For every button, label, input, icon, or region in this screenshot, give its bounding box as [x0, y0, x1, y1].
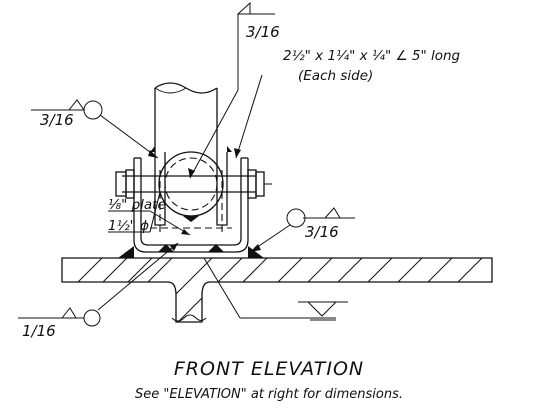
weld-right-label: 3/16 [305, 223, 339, 241]
bolt-circle [150, 151, 232, 236]
water-level-symbol [298, 301, 348, 321]
weld-left-label: 3/16 [40, 111, 74, 129]
drawing-title: FRONT ELEVATION [174, 358, 364, 380]
u-channel [133, 157, 249, 253]
bolt-label: 1½" ϕ [108, 218, 149, 234]
weld-symbol-left: 3/16 [31, 99, 159, 159]
plate-callout: ⅛" plate [108, 197, 191, 236]
angle-callout: 2½" x 1¼" x ¼" ∠ 5" long (Each side) [234, 48, 461, 159]
weld-symbol-right: 3/16 [249, 207, 355, 253]
weld-bottom-label: 1/16 [22, 322, 56, 340]
drawing-subtitle: See "ELEVATION" at right for dimensions. [135, 387, 403, 402]
weld-fillets [118, 146, 264, 258]
angle-note-label: (Each side) [298, 68, 373, 84]
through-bolt [115, 169, 272, 199]
pipe [154, 82, 218, 152]
plate-label: ⅛" plate [108, 197, 166, 213]
angle-spec-label: 2½" x 1¼" x ¼" ∠ 5" long [283, 48, 461, 64]
bolt-callout: 1½" ϕ [108, 191, 161, 234]
bottom-leader [203, 257, 336, 319]
weld-symbol-bottom: 1/16 [18, 242, 179, 340]
weld-top-label: 3/16 [246, 23, 280, 41]
weld-symbol-top: 3/16 [188, 1, 280, 179]
